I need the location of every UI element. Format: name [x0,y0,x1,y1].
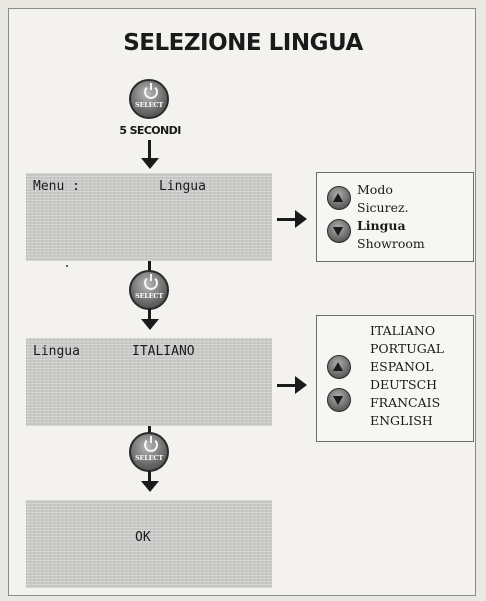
power-icon [144,83,158,99]
language-option: ESPANOL [370,359,434,374]
language-options-panel: ITALIANO PORTUGAL ESPANOL DEUTSCH FRANCA… [316,315,474,442]
down-arrow-icon [141,158,159,169]
display-label: Lingua [33,344,80,359]
menu-option: Sicurez. [357,200,409,215]
select-button-icon: SELECT [129,79,169,119]
up-arrow-button-icon [327,355,351,379]
display-screen-language: Lingua ITALIANO [26,338,272,426]
display-value: ITALIANO [132,344,195,359]
language-option: PORTUGAL [370,341,445,356]
language-option: FRANCAIS [370,395,441,410]
scan-speck [66,265,68,267]
display-screen-menu: Menu : Lingua [26,173,272,261]
down-arrow-button-icon [327,388,351,412]
select-button-label: SELECT [135,292,163,300]
flow-arrow-line [148,261,151,272]
menu-option: Modo [357,182,393,197]
flow-arrow-line [148,426,151,436]
page-title: SELEZIONE LINGUA [123,30,363,56]
display-value: OK [135,530,151,545]
menu-option: Showroom [357,236,425,251]
select-button-label: SELECT [135,101,163,109]
flow-arrow-line [148,140,151,160]
display-value: Lingua [159,179,206,194]
down-arrow-icon [141,481,159,492]
down-arrow-button-icon [327,219,351,243]
menu-options-panel: Modo Sicurez. Lingua Showroom [316,172,474,262]
select-button-icon: SELECT [129,432,169,472]
language-option: ENGLISH [370,413,433,428]
display-label: Menu : [33,179,80,194]
right-arrow-icon [295,210,307,228]
up-arrow-button-icon [327,186,351,210]
power-icon [144,274,158,290]
flow-arrow-line [148,471,151,483]
flow-arrow-line [277,384,297,387]
display-screen-confirm: OK [26,500,272,588]
language-option: DEUTSCH [370,377,438,392]
hold-duration-label: 5 SECONDI [119,124,181,137]
right-arrow-icon [295,376,307,394]
language-option: ITALIANO [370,323,436,338]
manual-page [8,8,476,596]
down-arrow-icon [141,319,159,330]
menu-option-selected: Lingua [357,218,406,233]
flow-arrow-line [277,218,297,221]
power-icon [144,436,158,452]
select-button-label: SELECT [135,454,163,462]
flow-arrow-line [148,309,151,321]
select-button-icon: SELECT [129,270,169,310]
